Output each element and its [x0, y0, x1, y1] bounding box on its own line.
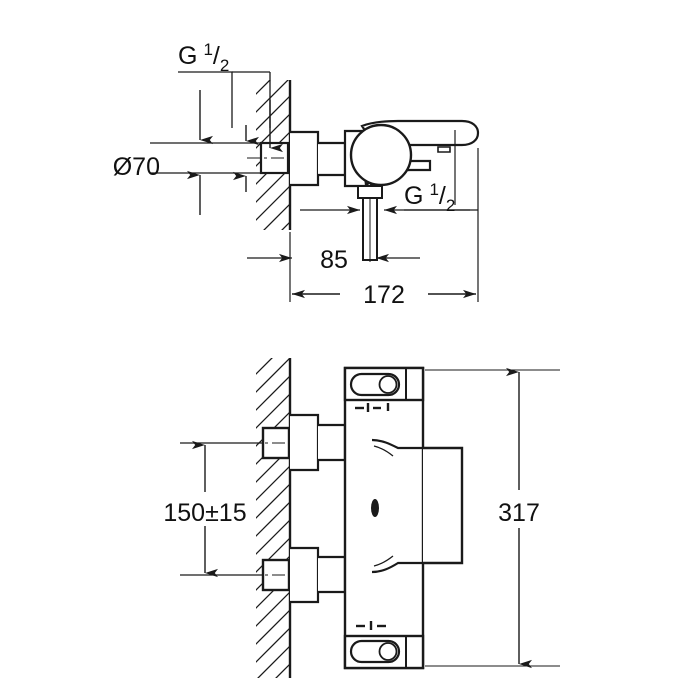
dimension-85-label: 85 — [320, 246, 348, 274]
dimension-thread-outlet — [300, 130, 478, 215]
wall-section-bottom — [256, 358, 292, 678]
leader-line-thread-top — [178, 71, 233, 128]
lever-handle-icon[interactable] — [349, 639, 401, 664]
dimension-150-label: 150±15 — [163, 499, 246, 527]
side-view: G1/2 Ø70 G1/2 — [113, 40, 480, 309]
dimension-150 — [180, 440, 263, 578]
dimension-317-label: 317 — [498, 499, 540, 527]
dimension-thread-top — [178, 71, 283, 153]
spout-fillet-top — [371, 438, 423, 450]
body-slot-detail — [371, 499, 379, 517]
lever-handle-icon[interactable] — [349, 372, 401, 397]
front-view: 150±15 317 — [163, 358, 560, 678]
spout-fillet-bottom — [371, 561, 423, 574]
mixer-body-front — [343, 366, 425, 670]
spout-front — [371, 438, 464, 574]
diameter-70-label: Ø70 — [113, 153, 160, 181]
escutcheon-top — [290, 130, 320, 187]
dimension-diameter-70 — [150, 125, 262, 215]
inlet-shank-lower — [318, 555, 347, 594]
handle-knob-top[interactable] — [349, 123, 413, 187]
inlet-shank-upper — [318, 423, 347, 462]
index-marks-upper — [355, 403, 390, 412]
escutcheon-upper — [290, 413, 320, 472]
dimension-172 — [289, 148, 479, 302]
spout-tip-top — [437, 146, 451, 153]
dimension-317 — [425, 367, 560, 669]
escutcheon-lower — [290, 546, 320, 604]
index-marks-lower — [356, 621, 386, 630]
dimension-172-label: 172 — [363, 281, 405, 309]
